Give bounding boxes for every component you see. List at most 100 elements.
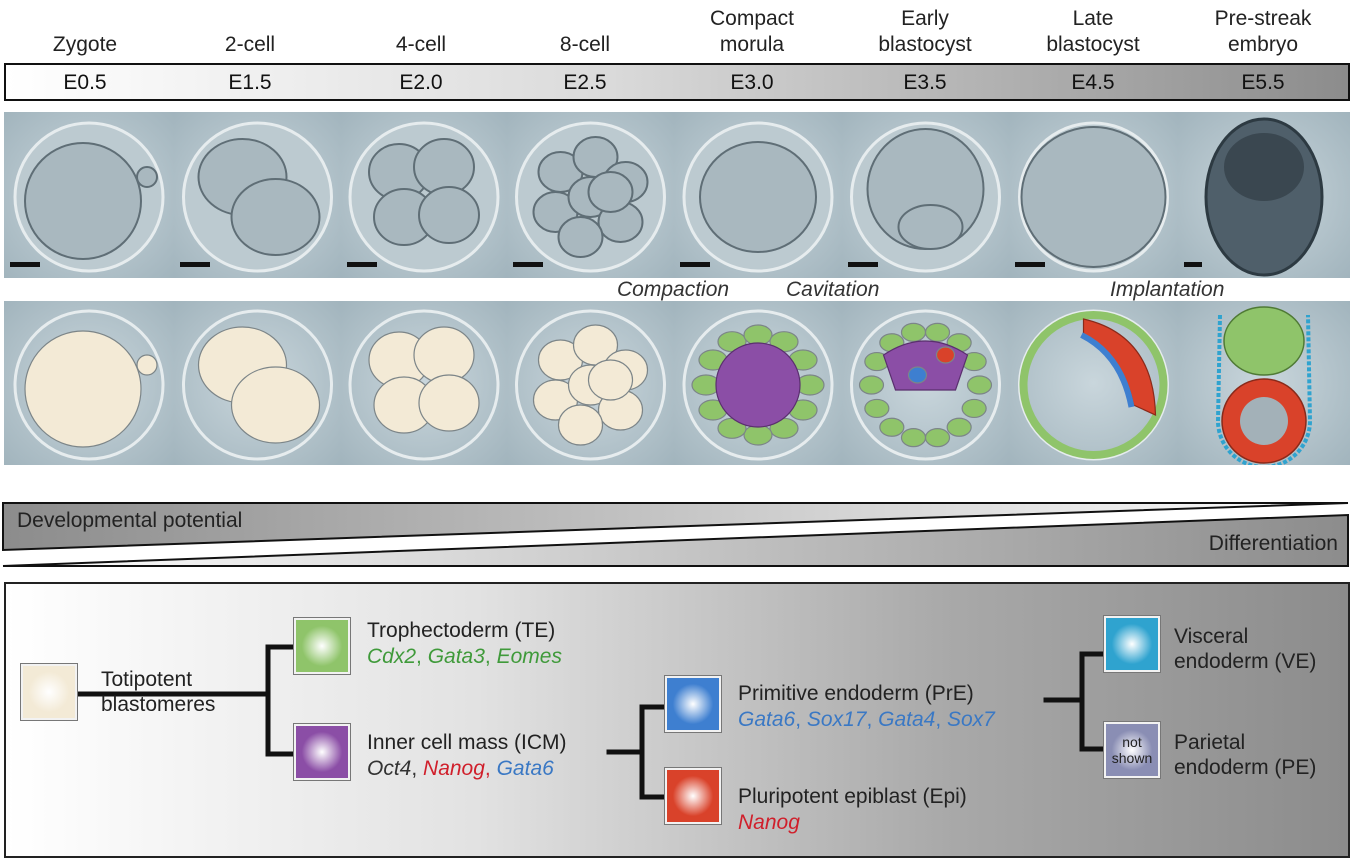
- embryonic-day-1: E1.5: [228, 71, 272, 94]
- photo-tile-3: [507, 112, 674, 278]
- stage-name-6: Late blastocyst: [1046, 7, 1140, 56]
- stage-name-3: 8-cell: [559, 33, 611, 56]
- gene-gata6: Gata6: [496, 757, 554, 780]
- proamniotic-cavity: [1240, 397, 1288, 445]
- gene-oct4: Oct4: [367, 757, 412, 780]
- trophectoderm-genes: Cdx2, Gata3, Eomes: [367, 645, 562, 668]
- te-cell: [966, 375, 993, 395]
- schematic-tile-2: [341, 301, 507, 465]
- te-cell: [924, 322, 951, 342]
- embryonic-day-6: E4.5: [1071, 71, 1115, 94]
- stage-name-1: 2-cell: [224, 33, 276, 56]
- te-cell: [900, 428, 927, 448]
- primitive-endoderm-swatch: [665, 676, 721, 732]
- schematic-tile-4: [674, 301, 842, 465]
- differentiation-wedge: [2, 513, 1349, 567]
- process-label-cavitation: Cavitation: [786, 278, 880, 301]
- photo-tile-graphic-5: [842, 112, 1009, 278]
- photo-tile-graphic-4: [674, 112, 842, 278]
- blastomere-schematic: [230, 366, 321, 444]
- gene-cdx2: Cdx2: [367, 645, 417, 668]
- primitive-endoderm-layer: [1080, 332, 1135, 408]
- gene-eomes: Eomes: [496, 645, 562, 668]
- icm-genes: Oct4, Nanog, Gata6: [367, 757, 554, 780]
- visceral-endoderm-label: Visceral endoderm (VE): [1174, 625, 1317, 673]
- scale-bar: [680, 262, 710, 267]
- gene-nanog: Nanog: [423, 757, 485, 780]
- primitive-endoderm-label: Primitive endoderm (PrE): [738, 682, 974, 705]
- compact-morula: [699, 141, 817, 253]
- developmental-potential-label: Developmental potential: [17, 509, 243, 532]
- epiblast-label: Pluripotent epiblast (Epi): [738, 785, 967, 808]
- epiblast-genes: Nanog: [738, 810, 800, 835]
- scale-bar: [848, 262, 878, 267]
- icm-swatch: [294, 724, 350, 780]
- icm-cluster: [882, 340, 969, 391]
- not-shown-note: not shown: [1111, 734, 1153, 766]
- micrograph-row: [4, 112, 1350, 278]
- differentiation-label: Differentiation: [1208, 532, 1338, 555]
- schematic-tile-0: [4, 301, 174, 465]
- embryo-dark-region: [1224, 133, 1304, 201]
- process-label-compaction: Compaction: [617, 278, 730, 301]
- zona-outline: [348, 309, 500, 461]
- schematic-tile-graphic-6: [1009, 301, 1178, 465]
- blastocoel: [897, 204, 964, 250]
- inner-icm-cells: [715, 342, 801, 428]
- schematic-tile-graphic-5: [842, 301, 1009, 465]
- zona-outline: [682, 309, 834, 461]
- gene-gata4: Gata4: [878, 708, 936, 731]
- blastomere: [557, 216, 604, 258]
- zygote-cell: [24, 142, 142, 260]
- photo-tile-6: [1009, 112, 1178, 278]
- schematic-tile-background-2: [341, 301, 507, 465]
- potential-differentiation-gradient: Developmental potential Differentiation: [2, 502, 1350, 568]
- totipotent-swatch: [21, 664, 77, 720]
- te-layer: [1019, 311, 1168, 459]
- photo-tile-7: [1178, 112, 1350, 278]
- blastomere-schematic: [587, 359, 634, 401]
- schematic-tile-6: [1009, 301, 1178, 465]
- zygote-schematic: [24, 330, 142, 448]
- photo-tile-graphic-3: [507, 112, 674, 278]
- visceral-endoderm-layer: [1215, 314, 1313, 465]
- zona-outline: [850, 309, 1001, 461]
- photo-tile-1: [174, 112, 341, 278]
- scale-bar: [1184, 262, 1202, 267]
- trophectoderm-label: Trophectoderm (TE): [367, 619, 556, 642]
- photo-tile-graphic-0: [4, 112, 174, 278]
- scale-bar: [513, 262, 543, 267]
- te-cell: [961, 398, 987, 419]
- gene-sox7: Sox7: [947, 708, 995, 731]
- stage-name-2: 4-cell: [395, 33, 447, 56]
- photo-tile-2: [341, 112, 507, 278]
- te-cell: [879, 417, 905, 437]
- photo-tile-0: [4, 112, 174, 278]
- outer-te-cell: [743, 324, 773, 346]
- te-cell: [900, 322, 927, 342]
- embryonic-day-7: E5.5: [1241, 71, 1285, 94]
- blastomere: [418, 186, 480, 244]
- schematic-tile-graphic-7: [1178, 301, 1350, 465]
- polar-body-schematic: [136, 354, 158, 376]
- epiblast-swatch: [665, 768, 721, 824]
- photo-tile-graphic-1: [174, 112, 341, 278]
- photo-tile-graphic-6: [1009, 112, 1178, 278]
- extraembryonic-ectoderm: [1223, 306, 1305, 376]
- te-cell: [946, 417, 972, 437]
- embryonic-day-3: E2.5: [563, 71, 607, 94]
- schematic-tile-graphic-1: [174, 301, 341, 465]
- te-cell: [924, 428, 951, 448]
- epi-cell: [935, 346, 956, 364]
- gradient-triangles-graphic: [2, 502, 1349, 567]
- late-blastocyst: [1020, 126, 1167, 268]
- zona-outline: [13, 309, 165, 461]
- schematic-tile-graphic-4: [674, 301, 842, 465]
- photo-tile-4: [674, 112, 842, 278]
- gene-nanog: Nanog: [738, 811, 800, 834]
- gene-sox17: Sox17: [806, 708, 867, 731]
- embryonic-day-4: E3.0: [730, 71, 774, 94]
- parietal-endoderm-swatch: not shown: [1104, 722, 1160, 778]
- zona-outline: [515, 309, 666, 461]
